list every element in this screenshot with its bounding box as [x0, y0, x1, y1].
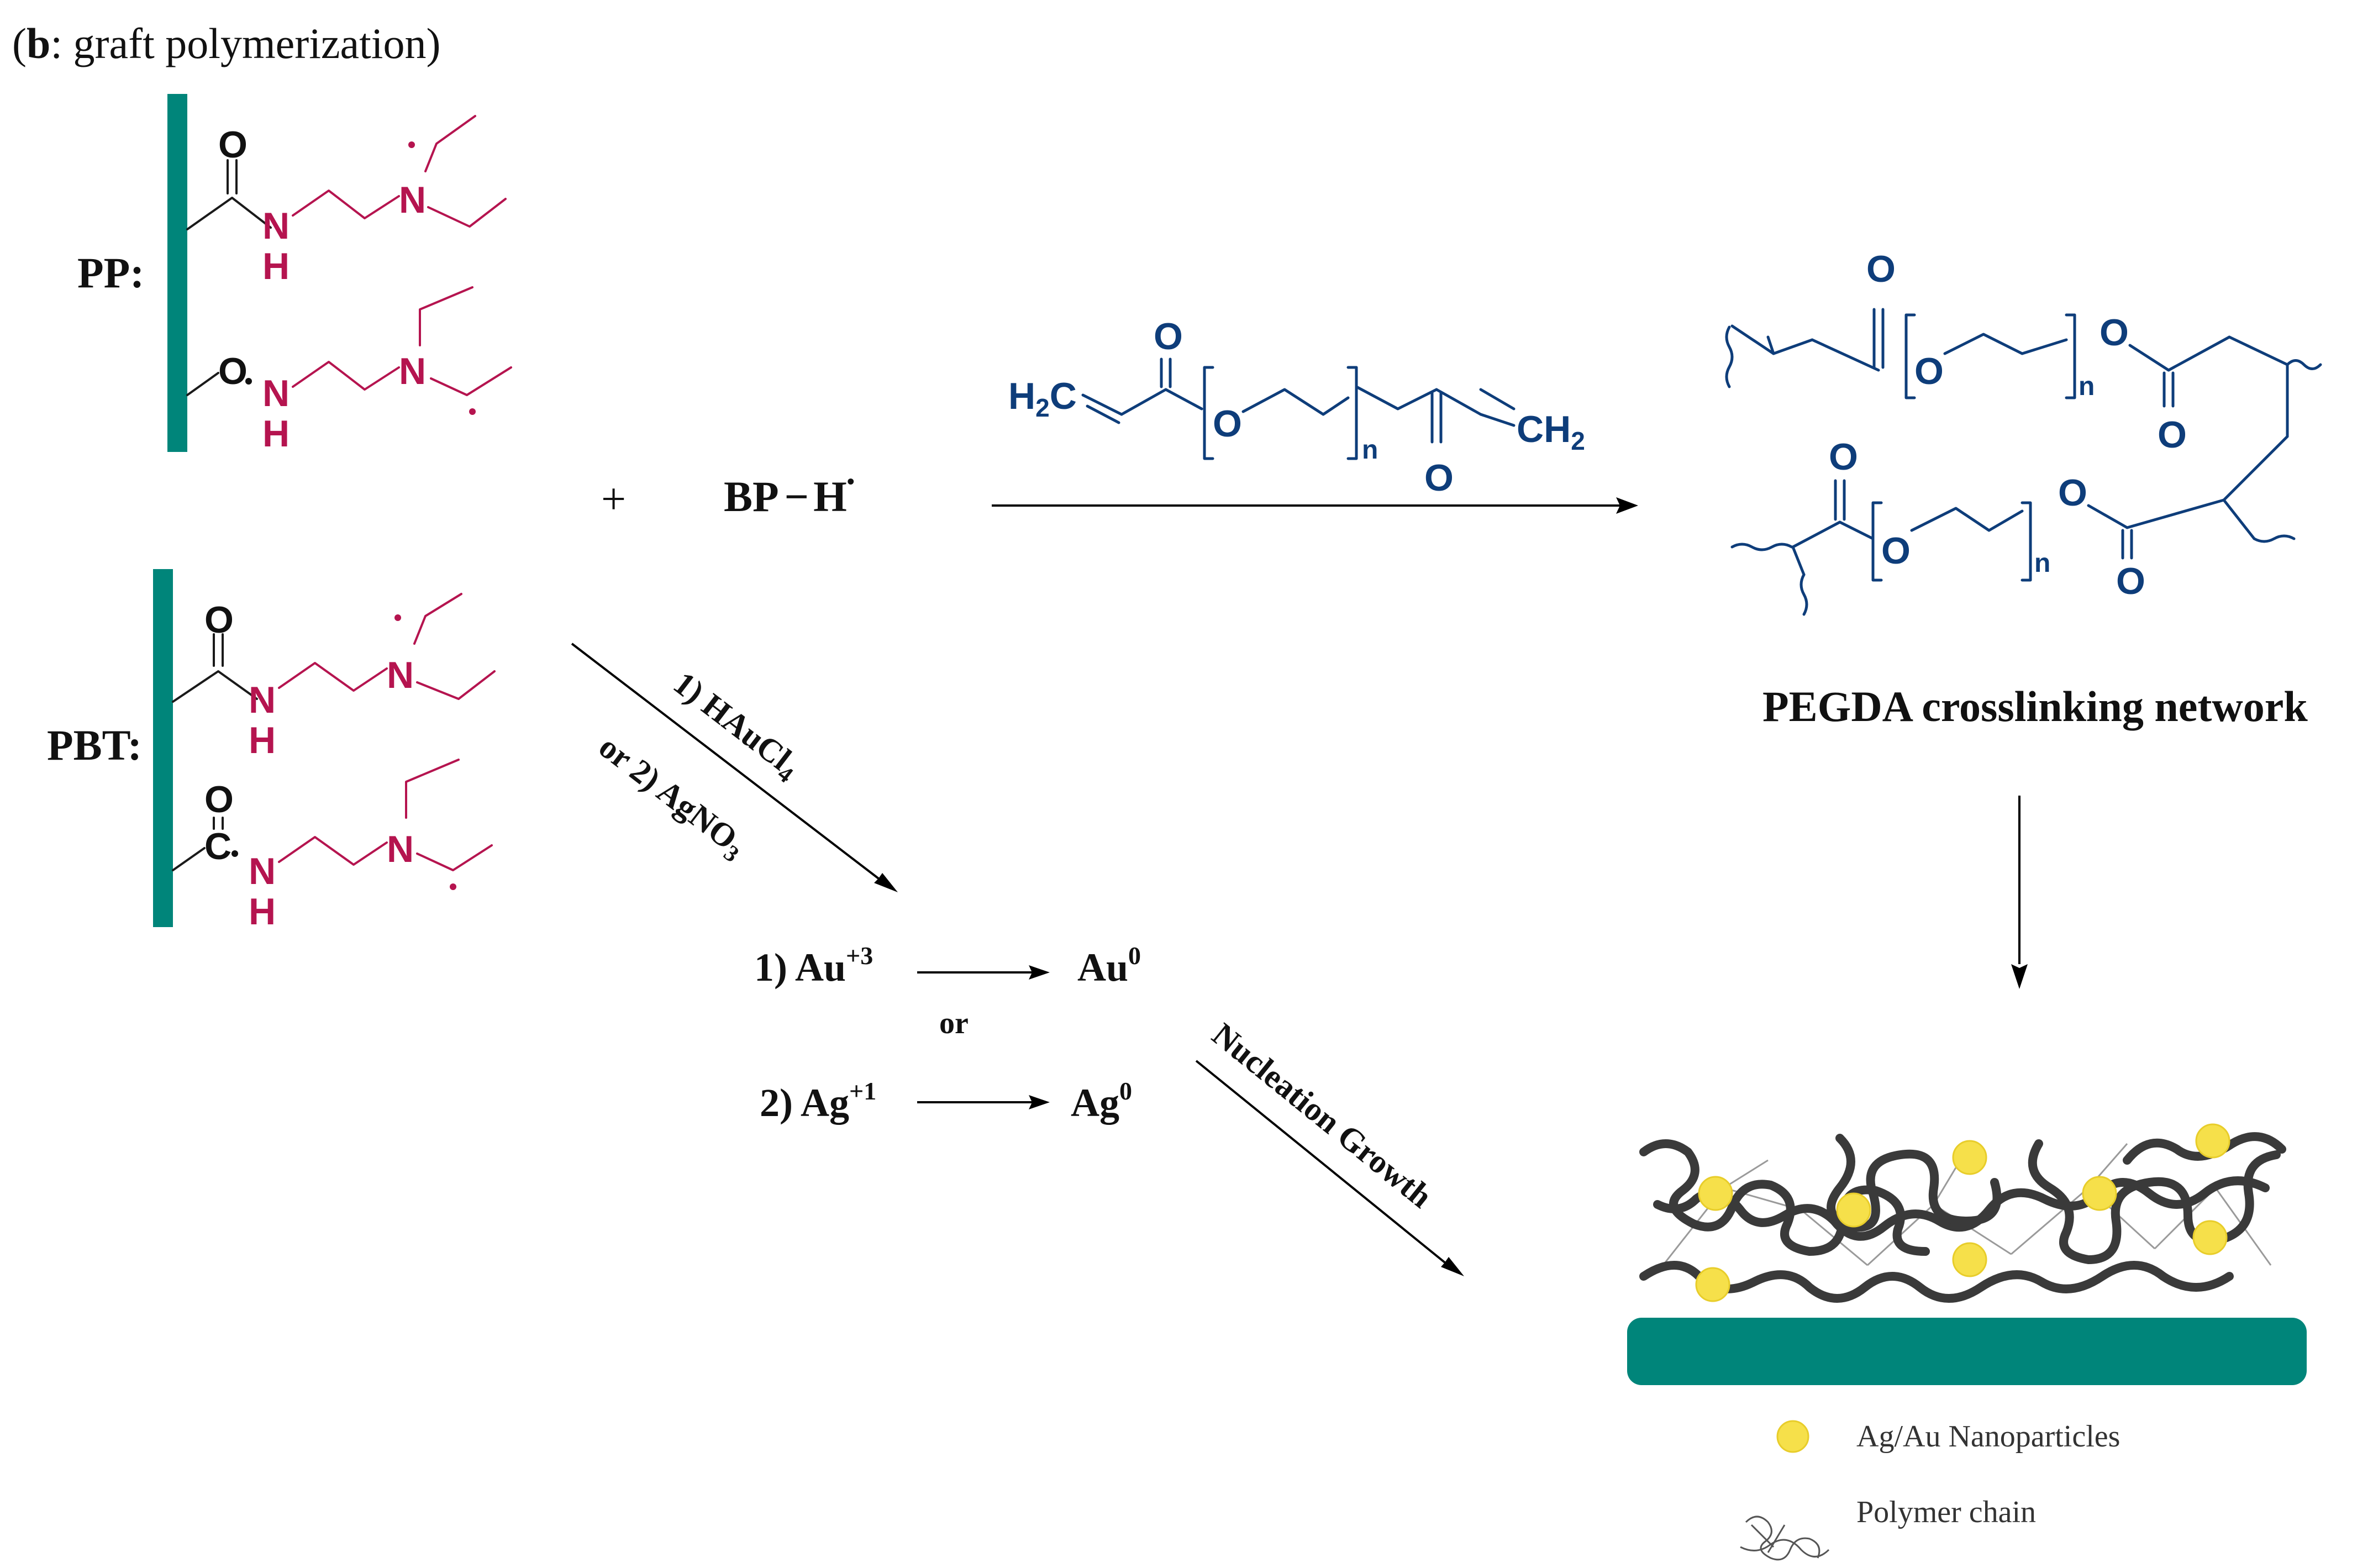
pp-label: PP:: [77, 249, 144, 297]
nanoparticle: [2082, 1176, 2117, 1211]
network-down-arrow: [2011, 796, 2028, 989]
svg-text:N: N: [249, 679, 276, 721]
plus-sign: +: [601, 475, 626, 524]
svg-text:O: O: [1866, 248, 1896, 290]
reduction-reactions: 1) Au+3 Au0 or 2) Ag+1 Ag0: [754, 941, 1141, 1125]
svg-text:O: O: [2158, 414, 2187, 456]
panel-label: (b: graft polymerization): [12, 19, 440, 67]
nanoparticle: [1695, 1267, 1730, 1302]
svg-text:O: O: [2116, 560, 2145, 602]
svg-text:N: N: [387, 828, 414, 870]
svg-text:O: O: [1881, 530, 1911, 572]
svg-text:N: N: [249, 850, 276, 892]
svg-text:O: O: [204, 778, 234, 820]
nucleation-label: Nucleation Growth: [1206, 1016, 1439, 1215]
polymer-chain-icon: [1740, 1516, 1830, 1561]
nanoparticle: [2192, 1220, 2228, 1255]
svg-text:N: N: [262, 205, 290, 247]
reagent-line2: or 2) AgNO3: [590, 728, 754, 867]
nanocomposite-coating: [1627, 1123, 2307, 1385]
svg-text:O: O: [2100, 312, 2129, 354]
nanoparticle: [1698, 1176, 1733, 1211]
nanoparticle: [1952, 1242, 1987, 1277]
or-label: or: [939, 1006, 969, 1040]
svg-text:O: O: [218, 124, 248, 166]
pbt-label: PBT:: [47, 721, 142, 769]
network-label: PEGDA crosslinking network: [1762, 682, 2308, 730]
pegda-network: O O n O O O O n O O: [1725, 248, 2322, 616]
legend: Ag/Au Nanoparticles Polymer chain: [1740, 1419, 2120, 1561]
legend-polymer-chain: Polymer chain: [1856, 1495, 2036, 1529]
svg-text:N: N: [399, 350, 426, 392]
pp-substrate-bar: [167, 94, 187, 452]
nanoparticle: [1952, 1140, 1987, 1175]
reagent-arrow: 1) HAuCl4 or 2) AgNO3: [571, 643, 898, 892]
svg-text:C: C: [204, 825, 231, 867]
bph-radical: BP−H•: [724, 469, 855, 520]
svg-text:H: H: [249, 891, 276, 933]
svg-text:O: O: [218, 350, 248, 392]
svg-text:O: O: [1914, 350, 1944, 392]
nanoparticle-icon: [1776, 1420, 1809, 1453]
svg-text:O: O: [1213, 403, 1242, 445]
svg-text:H: H: [249, 719, 276, 761]
svg-text:n: n: [2034, 549, 2050, 578]
svg-text:N: N: [387, 654, 414, 696]
ag-reaction-product: Ag0: [1071, 1077, 1132, 1125]
svg-text:O: O: [1424, 457, 1454, 499]
svg-text:H2C: H2C: [1008, 375, 1077, 422]
svg-text:n: n: [1362, 435, 1378, 465]
ag-reaction-reactant: 2) Ag+1: [760, 1077, 876, 1125]
svg-text:O: O: [2058, 472, 2087, 514]
svg-text:n: n: [2079, 372, 2095, 401]
nucleation-arrow: Nucleation Growth: [1195, 1016, 1464, 1276]
pbt-structure: PBT: O N H N C O N H N: [47, 569, 496, 933]
svg-text:CH2: CH2: [1517, 408, 1585, 455]
pbt-substrate-bar: [153, 569, 173, 927]
svg-text:N: N: [262, 372, 290, 414]
svg-text:H: H: [262, 245, 290, 287]
main-reaction-arrow: [992, 497, 1638, 514]
au-reaction-product: Au0: [1077, 941, 1141, 990]
svg-text:O: O: [1154, 315, 1183, 357]
nanoparticle: [2195, 1123, 2230, 1159]
svg-text:H: H: [262, 413, 290, 455]
svg-text:O: O: [204, 599, 234, 641]
pegda-monomer: H2C O O n O CH2: [1008, 315, 1585, 499]
au-reaction-reactant: 1) Au+3: [754, 941, 873, 990]
substrate-bar: [1627, 1318, 2307, 1385]
nanoparticle: [1836, 1192, 1871, 1228]
svg-text:N: N: [399, 179, 426, 221]
svg-text:O: O: [1829, 436, 1858, 478]
legend-nanoparticles: Ag/Au Nanoparticles: [1856, 1419, 2120, 1454]
pp-structure: PP: O N H N O N H N: [77, 94, 512, 455]
